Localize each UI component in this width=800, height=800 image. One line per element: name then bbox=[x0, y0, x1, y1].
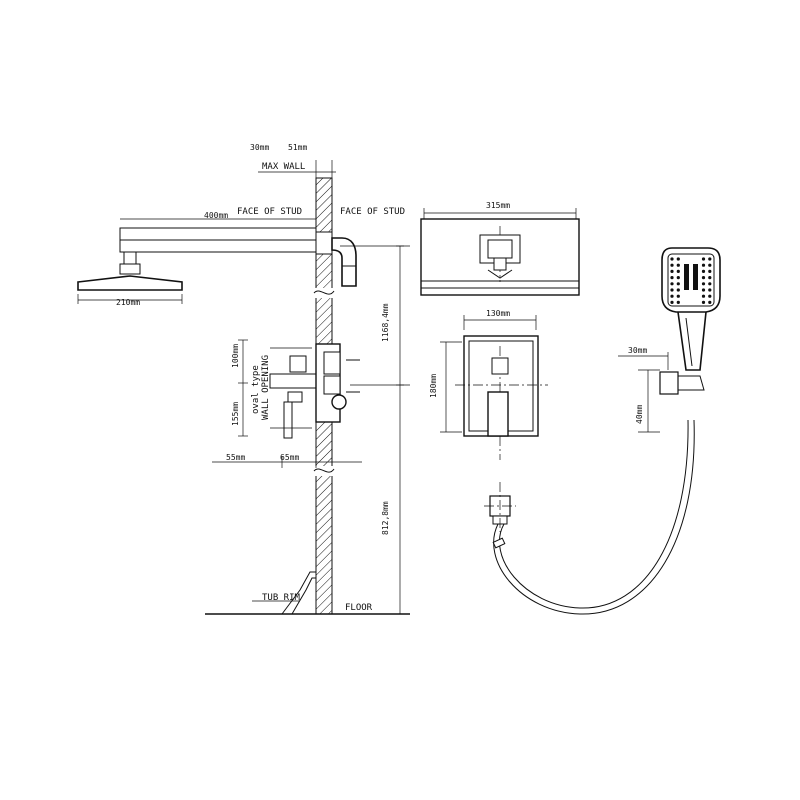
nozzle-dot bbox=[676, 294, 680, 298]
hand-shower-hose bbox=[484, 419, 695, 615]
nozzle-dot bbox=[676, 282, 680, 286]
spray-nozzles bbox=[670, 257, 712, 304]
nozzle-dot bbox=[670, 294, 674, 298]
nozzle-dot bbox=[708, 300, 712, 304]
label-oval-type: oval type bbox=[251, 365, 261, 414]
label-210mm: 210mm bbox=[116, 298, 140, 307]
hand-shower bbox=[618, 247, 721, 433]
label-face-of-stud-left: FACE OF STUD bbox=[237, 207, 302, 217]
nozzle-dot bbox=[670, 276, 674, 280]
nozzle-dot bbox=[670, 257, 674, 261]
label-100mm: 100mm bbox=[231, 344, 240, 368]
label-max-wall: MAX WALL bbox=[262, 162, 305, 172]
nozzle-dot bbox=[708, 269, 712, 273]
wall-spout bbox=[331, 237, 357, 287]
nozzle-dot bbox=[676, 269, 680, 273]
nozzle-dot bbox=[708, 276, 712, 280]
nozzle-dot bbox=[676, 300, 680, 304]
nozzle-dot bbox=[676, 276, 680, 280]
nozzle-dot bbox=[670, 288, 674, 292]
bottom-dims bbox=[212, 456, 362, 468]
label-30mm: 30mm bbox=[250, 143, 269, 152]
label-tub-rim: TUB RIM bbox=[262, 593, 301, 603]
floor-and-tub bbox=[205, 571, 410, 615]
nozzle-dot bbox=[708, 282, 712, 286]
rain-shower-head bbox=[77, 251, 183, 304]
label-30mm-hand: 30mm bbox=[628, 346, 647, 355]
label-812mm: 812,8mm bbox=[381, 501, 390, 535]
valve-trim-front-view bbox=[440, 315, 548, 460]
nozzle-dot bbox=[708, 288, 712, 292]
nozzle-dot bbox=[701, 282, 706, 286]
nozzle-dot bbox=[701, 288, 706, 292]
label-51mm: 51mm bbox=[288, 143, 307, 152]
label-130mm: 130mm bbox=[486, 309, 510, 318]
label-40mm: 40mm bbox=[635, 405, 644, 424]
nozzle-dot bbox=[676, 263, 680, 267]
nozzle-dot bbox=[708, 294, 712, 298]
label-1168mm: 1168,4mm bbox=[381, 303, 390, 342]
nozzle-dot bbox=[670, 263, 674, 267]
nozzle-dot bbox=[701, 276, 706, 280]
shower-head-top-view bbox=[420, 208, 580, 296]
nozzle-dot bbox=[701, 294, 706, 298]
nozzle-dot bbox=[670, 269, 674, 273]
nozzle-dot bbox=[670, 300, 674, 304]
label-180mm: 180mm bbox=[429, 374, 438, 398]
nozzle-dot bbox=[701, 300, 706, 304]
height-dims bbox=[340, 245, 410, 615]
nozzle-dot bbox=[701, 269, 706, 273]
label-400mm: 400mm bbox=[204, 211, 228, 220]
nozzle-dot bbox=[708, 257, 712, 261]
oval-opening-bracket bbox=[238, 339, 312, 437]
nozzle-dot bbox=[670, 282, 674, 286]
mixing-valve bbox=[269, 343, 360, 439]
label-55mm: 55mm bbox=[226, 453, 245, 462]
shower-arm bbox=[119, 218, 333, 255]
nozzle-dot bbox=[708, 263, 712, 267]
label-wall-opening: WALL OPENING bbox=[261, 355, 271, 420]
nozzle-dot bbox=[676, 288, 680, 292]
nozzle-dot bbox=[676, 257, 680, 261]
dimension-labels: 30mm 51mm MAX WALL FACE OF STUD FACE OF … bbox=[116, 143, 647, 613]
label-65mm: 65mm bbox=[280, 453, 299, 462]
nozzle-dot bbox=[701, 263, 706, 267]
label-155mm: 155mm bbox=[231, 402, 240, 426]
label-315mm: 315mm bbox=[486, 201, 510, 210]
nozzle-dot bbox=[701, 257, 706, 261]
label-floor: FLOOR bbox=[345, 603, 373, 613]
label-face-of-stud-right: FACE OF STUD bbox=[340, 207, 405, 217]
